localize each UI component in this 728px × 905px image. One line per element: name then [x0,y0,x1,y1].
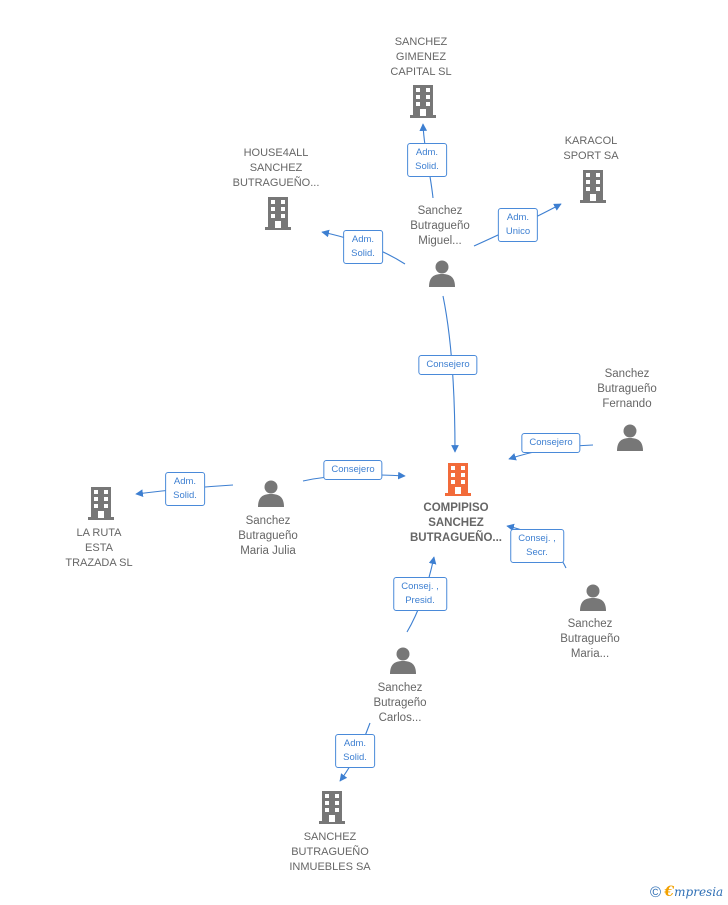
node-label: Sanchez Butrageño Carlos... [373,682,427,724]
building-icon [410,85,436,118]
relation-label-carlos-compipiso[interactable]: Consej. , Presid. [393,577,447,611]
building-icon [445,463,471,496]
person-icon [617,424,643,451]
relation-label-miguel-compipiso[interactable]: Consejero [418,355,478,375]
node-label: LA RUTA ESTA TRAZADA SL [65,527,133,569]
node-label: SANCHEZ BUTRAGUEÑO INMUEBLES SA [289,831,371,873]
relation-label-carlos-inmuebles[interactable]: Adm. Solid. [335,734,375,768]
relation-label-julia-compipiso[interactable]: Consejero [323,460,383,480]
person-icon [429,260,455,287]
node-label: SANCHEZ GIMENEZ CAPITAL SL [390,36,452,78]
relation-label-miguel-gimenez[interactable]: Adm. Solid. [407,143,447,177]
brand-logo: €mpresia [664,884,724,900]
brand-footer[interactable]: © €mpresia [650,884,723,901]
building-icon [580,170,606,203]
node-label: Sanchez Butragueño Maria Julia [238,515,298,557]
relation-label-julia-laruta[interactable]: Adm. Solid. [165,472,205,506]
node-label: Sanchez Butragueño Miguel... [410,205,470,247]
node-label: Sanchez Butragueño Fernando [597,368,657,410]
relation-label-miguel-karacol[interactable]: Adm. Unico [497,208,539,242]
relation-label-maria-compipiso[interactable]: Consej. , Secr. [510,529,564,563]
node-label: COMPIPISO SANCHEZ BUTRAGUEÑO... [410,502,502,544]
building-icon [265,197,291,230]
person-icon [580,584,606,611]
relation-label-miguel-house4all[interactable]: Adm. Solid. [343,230,383,264]
person-icon [390,647,416,674]
relation-label-fernando-compipiso[interactable]: Consejero [521,433,581,453]
node-label: Sanchez Butragueño Maria... [560,618,620,660]
building-icon [319,791,345,824]
person-icon [258,480,284,507]
building-icon [88,487,114,520]
node-label: KARACOL SPORT SA [563,135,619,162]
copyright-icon: © [650,884,662,901]
node-label: HOUSE4ALL SANCHEZ BUTRAGUEÑO... [232,147,320,189]
